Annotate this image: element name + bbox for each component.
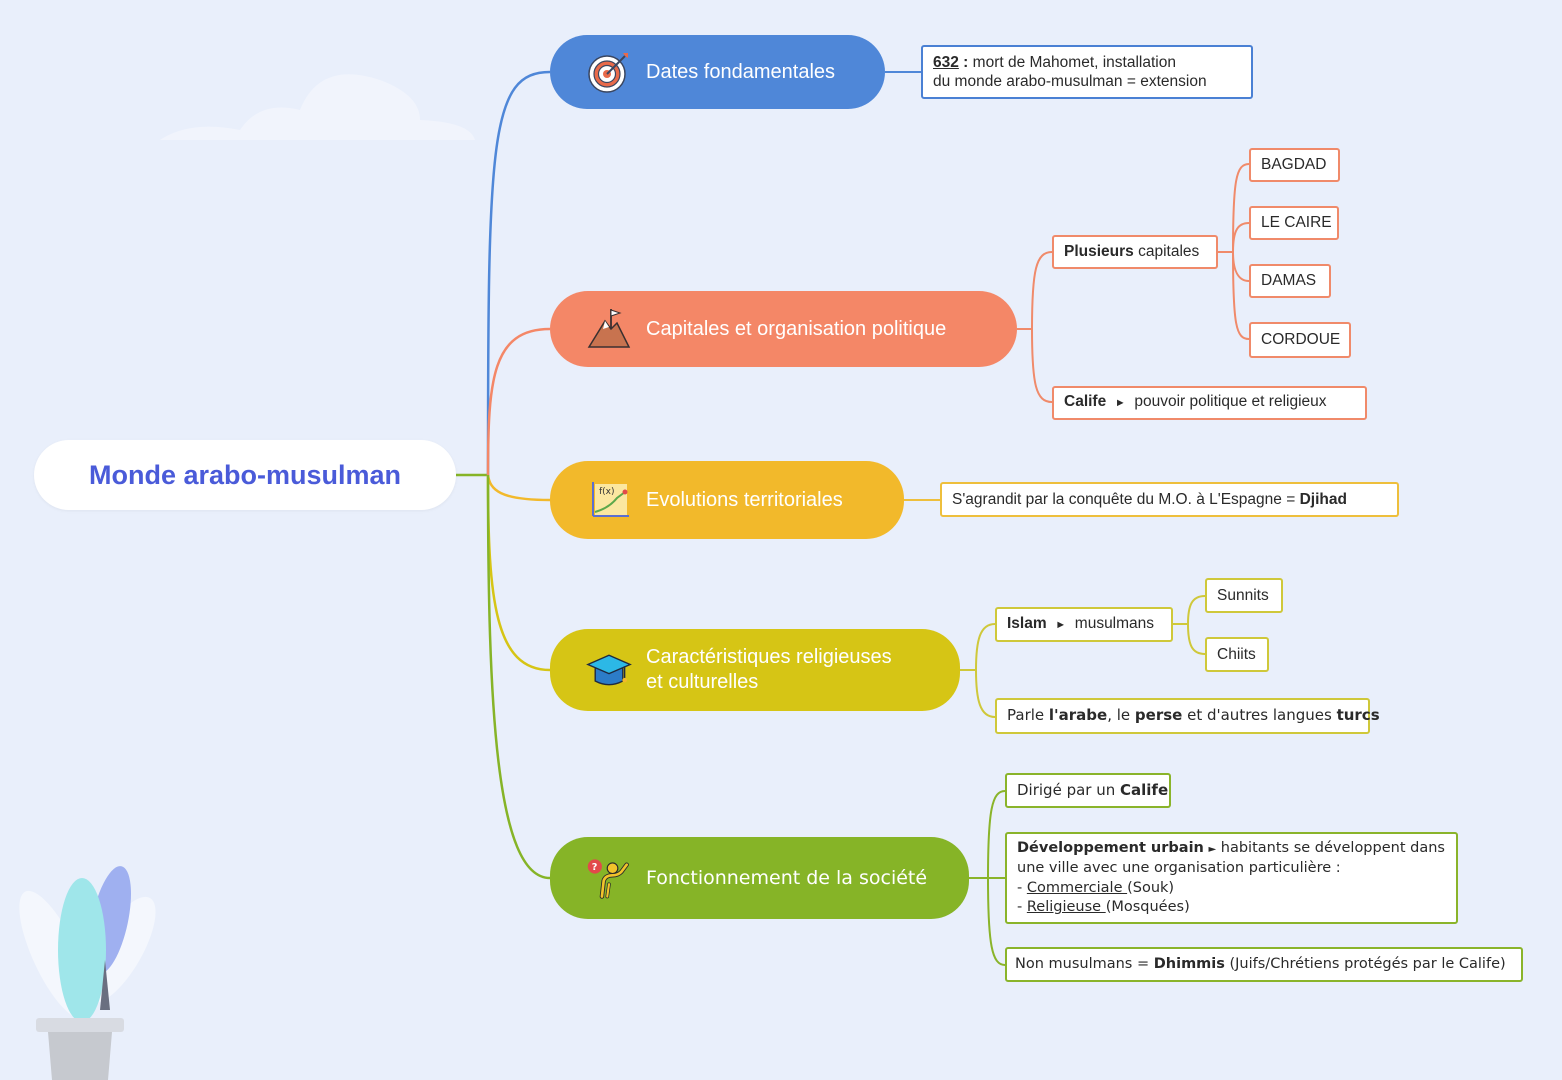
leaf-content: Non musulmans = Dhimmis (Juifs/Chrétiens… (1015, 955, 1513, 975)
city-label: LE CAIRE (1261, 214, 1332, 232)
function-graph-icon: f(x) (586, 477, 632, 523)
arrow-icon: ► (1114, 397, 1126, 410)
leaf-line-2: du monde arabo-musulman = extension (933, 73, 1207, 90)
branch-dates-fondamentales[interactable]: Dates fondamentales (550, 35, 885, 109)
leaf-text: pouvoir politique et religieux (1134, 393, 1327, 411)
leaf-bold: l'arabe (1048, 706, 1108, 725)
leaf-text: , le (1107, 706, 1135, 725)
branch-label-line2: et culturelles (646, 671, 759, 693)
leaf-bold: Calife (1120, 780, 1169, 799)
leaf-bold: Djihad (1299, 490, 1347, 508)
leaf-bold: Dhimmis (1153, 955, 1225, 972)
city-label: CORDOUE (1261, 331, 1341, 349)
plant-decoration (19, 866, 156, 1080)
target-icon (586, 49, 632, 95)
leaf-city-cordoue[interactable]: CORDOUE (1249, 322, 1351, 358)
leaf-text: Dirigé par un (1017, 780, 1121, 799)
leaf-text-1: mort de Mahomet, installation (972, 53, 1176, 71)
svg-text:f(x): f(x) (599, 487, 615, 497)
leaf-calife[interactable]: Calife ► pouvoir politique et religieux (1052, 386, 1367, 420)
leaf-content: Calife ► pouvoir politique et religieux (1064, 392, 1355, 414)
branch-label: Evolutions territoriales (646, 488, 843, 511)
branch-label: Caractéristiques religieuses et culturel… (646, 645, 892, 695)
leaf-city-damas[interactable]: DAMAS (1249, 264, 1331, 298)
leaf-text: (Souk) (1127, 879, 1175, 896)
leaf-dirige-calife[interactable]: Dirigé par un Calife (1005, 773, 1171, 808)
leaf-632[interactable]: 632 : mort de Mahomet, installation du m… (921, 45, 1253, 99)
city-label: DAMAS (1261, 272, 1317, 290)
cloud-decoration (160, 74, 475, 140)
leaf-text: Parle (1007, 706, 1049, 725)
separator: : (958, 53, 973, 71)
root-title: Monde arabo-musulman (88, 459, 402, 490)
leaf-city-bagdad[interactable]: BAGDAD (1249, 148, 1340, 182)
leaf-bold: Calife (1064, 393, 1107, 411)
root-node[interactable]: Monde arabo-musulman (34, 440, 456, 510)
list-prefix: - (1017, 879, 1027, 896)
list-prefix: - (1017, 899, 1027, 915)
mountain-flag-icon (586, 306, 632, 352)
branch-label-line1: Caractéristiques religieuses (646, 646, 892, 668)
leaf-plusieurs-capitales[interactable]: Plusieurs capitales (1052, 235, 1218, 269)
leaf-bold: turcs (1336, 706, 1380, 725)
branch-capitales[interactable]: Capitales et organisation politique (550, 291, 1017, 367)
year-632: 632 (933, 53, 959, 71)
leaf-text: Sunnits (1217, 586, 1269, 604)
leaf-sunnits[interactable]: Sunnits (1205, 578, 1283, 613)
leaf-islam[interactable]: Islam ► musulmans (995, 607, 1173, 642)
arrow-icon: ► (1208, 843, 1217, 855)
leaf-line-2: une ville avec une organisation particul… (1017, 860, 1341, 876)
leaf-text: Non musulmans = (1015, 955, 1154, 972)
leaf-bold: Islam (1007, 614, 1047, 632)
branch-fonctionnement-societe[interactable]: ? Fonctionnement de la société (550, 837, 969, 919)
leaf-line-3: - Commerciale (Souk) (1017, 879, 1446, 899)
branch-evolutions-territoriales[interactable]: f(x) Evolutions territoriales (550, 461, 904, 539)
leaf-text: habitants se développent dans (1220, 839, 1445, 856)
leaf-text: et d'autres langues (1182, 706, 1337, 725)
city-label: BAGDAD (1261, 156, 1327, 174)
graduation-cap-icon (586, 647, 632, 693)
leaf-content: Dirigé par un Calife (1017, 780, 1168, 801)
branch-label: Capitales et organisation politique (646, 317, 947, 340)
leaf-developpement-urbain[interactable]: Développement urbain ► habitants se déve… (1005, 832, 1458, 924)
person-question-icon: ? (586, 855, 632, 901)
leaf-text: musulmans (1074, 614, 1155, 632)
leaf-content: Islam ► musulmans (1007, 614, 1161, 636)
leaf-line-1: 632 : mort de Mahomet, installation (933, 53, 1241, 73)
leaf-bold: Plusieurs (1064, 243, 1134, 261)
leaf-text: capitales (1133, 243, 1200, 261)
leaf-line-4: - Religieuse (Mosquées) (1017, 898, 1446, 918)
leaf-dhimmis[interactable]: Non musulmans = Dhimmis (Juifs/Chrétiens… (1005, 947, 1523, 982)
leaf-chiits[interactable]: Chiits (1205, 637, 1269, 672)
leaf-bold: Développement urbain (1017, 839, 1204, 856)
leaf-line-1: Développement urbain ► habitants se déve… (1017, 839, 1446, 860)
branch-caracteristiques-religieuses[interactable]: Caractéristiques religieuses et culturel… (550, 629, 960, 711)
branch-label: Fonctionnement de la société (646, 866, 928, 889)
leaf-text: S'agrandit par la conquête du M.O. à L'E… (952, 490, 1300, 508)
arrow-icon: ► (1055, 618, 1067, 631)
leaf-text: (Juifs/Chrétiens protégés par le Calife) (1224, 955, 1506, 972)
leaf-bold: perse (1134, 706, 1183, 725)
leaf-underlined: Commerciale (1026, 879, 1128, 896)
leaf-content: Plusieurs capitales (1064, 242, 1206, 262)
leaf-text: Chiits (1217, 645, 1256, 663)
branch-label: Dates fondamentales (646, 60, 836, 83)
leaf-text: (Mosquées) (1105, 899, 1190, 915)
svg-text:?: ? (592, 862, 598, 873)
leaf-content: Parle l'arabe, le perse et d'autres lang… (1007, 706, 1380, 726)
leaf-langues[interactable]: Parle l'arabe, le perse et d'autres lang… (995, 698, 1380, 734)
leaf-city-le-caire[interactable]: LE CAIRE (1249, 206, 1339, 240)
leaf-underlined: Religieuse (1026, 899, 1106, 915)
leaf-content: S'agrandit par la conquête du M.O. à L'E… (952, 490, 1387, 510)
leaf-agrandissement[interactable]: S'agrandit par la conquête du M.O. à L'E… (940, 482, 1399, 517)
